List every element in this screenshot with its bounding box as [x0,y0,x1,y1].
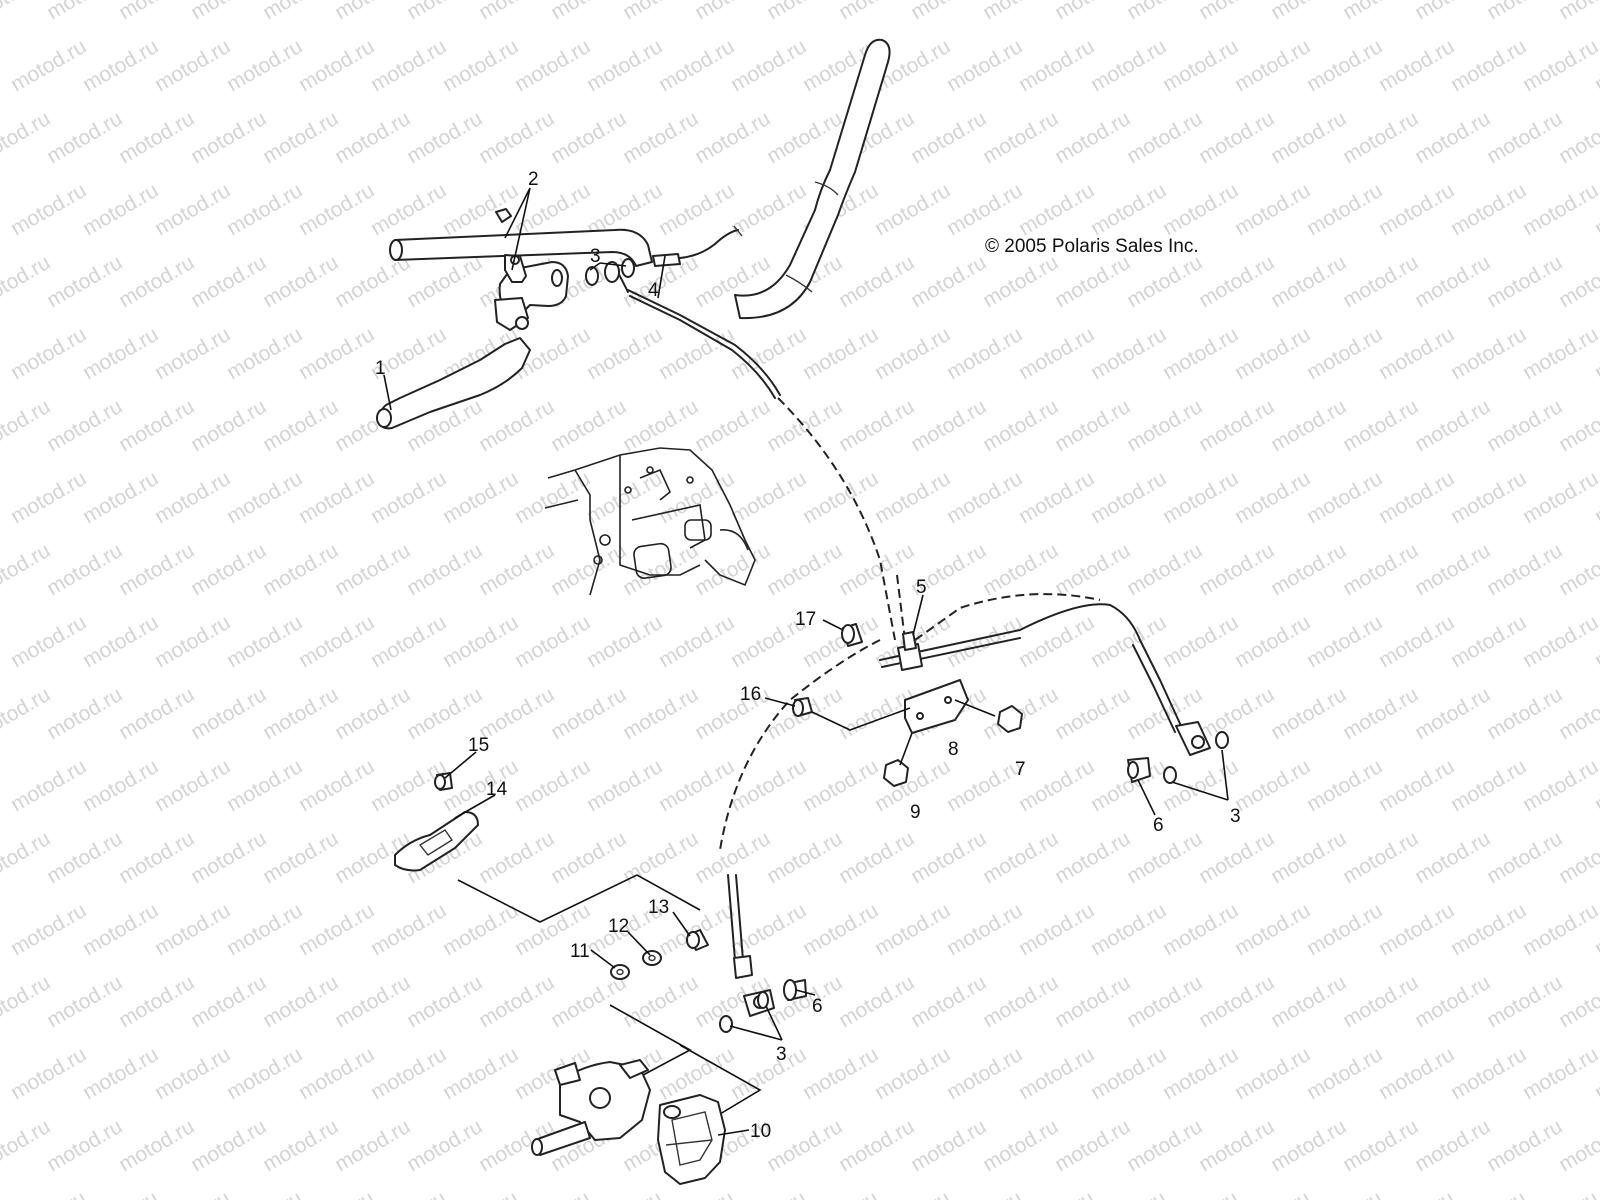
callout-11: 11 [570,941,590,962]
banjo-washers-upper [585,258,635,286]
callout-3-upper: 3 [590,246,601,267]
callout-1: 1 [375,358,386,379]
brake-line-upper [611,261,906,665]
brake-caliper [657,1094,726,1185]
banjo-washers-right [1127,731,1229,784]
spindle-reference [531,1059,651,1156]
callout-13: 13 [648,897,669,918]
callout-4: 4 [648,280,659,301]
callout-3-right: 3 [1230,806,1241,827]
callout-9: 9 [910,802,921,823]
callout-12: 12 [608,916,629,937]
callout-2: 2 [528,169,539,190]
callout-5: 5 [916,577,927,598]
callout-labels: 1 2 3 4 5 17 16 8 7 9 6 3 15 14 13 12 11… [375,169,1241,1142]
callout-6-lower: 6 [812,996,823,1017]
callout-10: 10 [750,1121,771,1142]
brake-light-switch [652,225,743,267]
splitter-screw [841,623,863,647]
callout-3-lower: 3 [776,1044,787,1065]
callout-16: 16 [740,684,761,705]
handlebar [389,38,891,320]
callout-leaders [383,187,1229,1136]
brake-lever-master-cylinder [376,261,569,430]
cable-guide [394,772,479,872]
banjo-bolt-lower [719,979,807,1033]
copyright-text: © 2005 Polaris Sales Inc. [985,236,1199,257]
callout-15: 15 [468,735,489,756]
brake-line-splitter [879,593,1211,756]
callout-8: 8 [948,739,959,760]
callout-7: 7 [1015,759,1026,780]
splitter-mount-bracket [792,679,1023,787]
callout-6-right: 6 [1153,815,1164,836]
callout-14: 14 [486,779,508,800]
frame-reference [544,447,756,596]
callout-17: 17 [795,609,816,630]
caliper-mount-hardware [610,929,709,980]
